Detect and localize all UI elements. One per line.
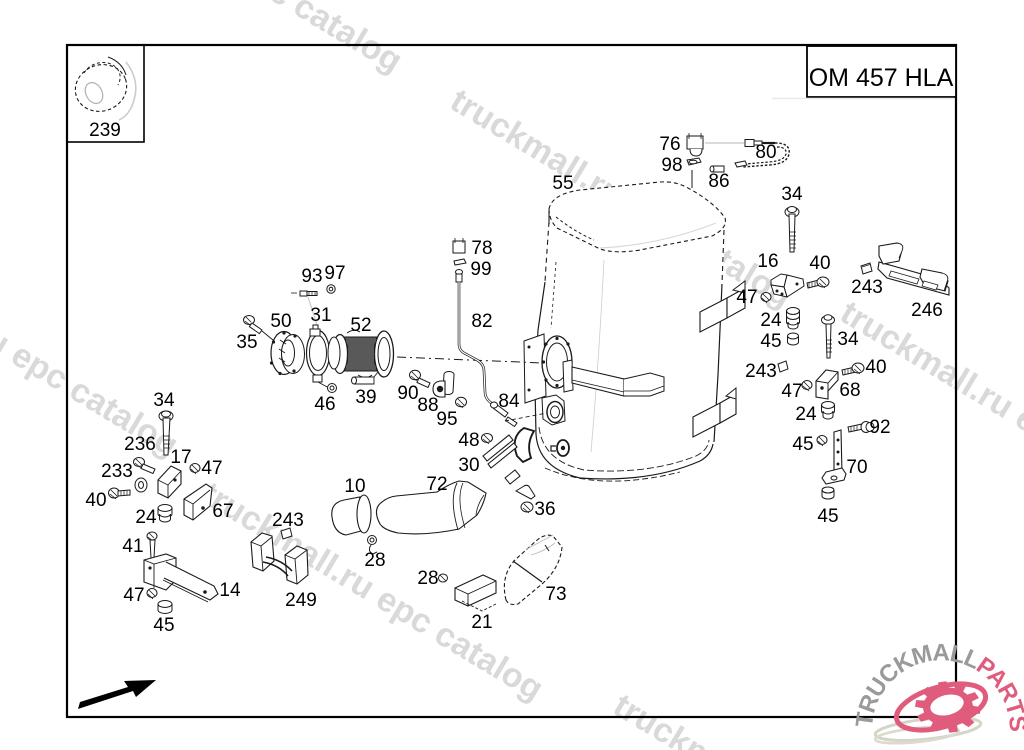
svg-text:78: 78 [471, 238, 492, 259]
svg-text:24: 24 [795, 404, 817, 425]
svg-text:97: 97 [324, 263, 345, 284]
svg-text:31: 31 [310, 305, 331, 326]
svg-text:72: 72 [426, 474, 447, 495]
svg-text:24: 24 [760, 310, 782, 331]
svg-text:47: 47 [123, 585, 144, 606]
svg-text:14: 14 [219, 580, 241, 601]
svg-text:28: 28 [364, 550, 385, 571]
svg-text:34: 34 [781, 184, 803, 205]
svg-text:68: 68 [839, 380, 860, 401]
svg-text:28: 28 [417, 568, 438, 589]
svg-text:50: 50 [270, 311, 291, 332]
svg-text:40: 40 [85, 490, 106, 511]
svg-text:236: 236 [124, 434, 156, 455]
svg-text:34: 34 [837, 329, 859, 350]
svg-text:17: 17 [170, 447, 191, 468]
svg-text:95: 95 [436, 409, 457, 430]
svg-text:52: 52 [350, 315, 371, 336]
svg-text:80: 80 [755, 142, 776, 163]
svg-text:86: 86 [708, 171, 729, 192]
svg-text:82: 82 [471, 311, 492, 332]
svg-text:45: 45 [153, 615, 174, 636]
svg-text:88: 88 [417, 395, 438, 416]
svg-text:39: 39 [355, 387, 376, 408]
svg-text:246: 246 [911, 300, 943, 321]
svg-text:55: 55 [552, 173, 573, 194]
svg-text:45: 45 [760, 331, 781, 352]
svg-text:76: 76 [659, 134, 680, 155]
svg-text:41: 41 [122, 536, 143, 557]
svg-text:70: 70 [846, 457, 867, 478]
svg-text:99: 99 [470, 259, 491, 280]
svg-text:47: 47 [736, 287, 757, 308]
svg-text:243: 243 [851, 277, 883, 298]
svg-text:98: 98 [661, 155, 682, 176]
svg-text:30: 30 [458, 455, 479, 476]
svg-text:47: 47 [201, 458, 222, 479]
svg-text:OM 457 HLA: OM 457 HLA [809, 64, 954, 92]
svg-text:10: 10 [344, 476, 365, 497]
svg-text:90: 90 [397, 383, 418, 404]
svg-text:47: 47 [781, 381, 802, 402]
svg-text:24: 24 [135, 507, 157, 528]
svg-text:45: 45 [817, 506, 838, 527]
svg-text:92: 92 [869, 417, 890, 438]
svg-text:243: 243 [745, 361, 777, 382]
svg-text:249: 249 [285, 590, 317, 611]
svg-text:93: 93 [301, 266, 322, 287]
svg-text:239: 239 [89, 120, 121, 141]
svg-text:233: 233 [101, 461, 133, 482]
svg-text:46: 46 [314, 394, 335, 415]
svg-text:45: 45 [792, 434, 813, 455]
svg-text:40: 40 [809, 253, 830, 274]
svg-text:36: 36 [534, 499, 555, 520]
svg-text:48: 48 [458, 430, 479, 451]
svg-text:40: 40 [865, 357, 886, 378]
svg-text:34: 34 [153, 390, 175, 411]
svg-text:73: 73 [545, 584, 566, 605]
svg-text:243: 243 [272, 510, 304, 531]
svg-text:35: 35 [236, 332, 257, 353]
svg-text:16: 16 [757, 251, 778, 272]
svg-text:21: 21 [471, 612, 492, 633]
svg-text:67: 67 [212, 501, 233, 522]
svg-text:84: 84 [498, 391, 520, 412]
